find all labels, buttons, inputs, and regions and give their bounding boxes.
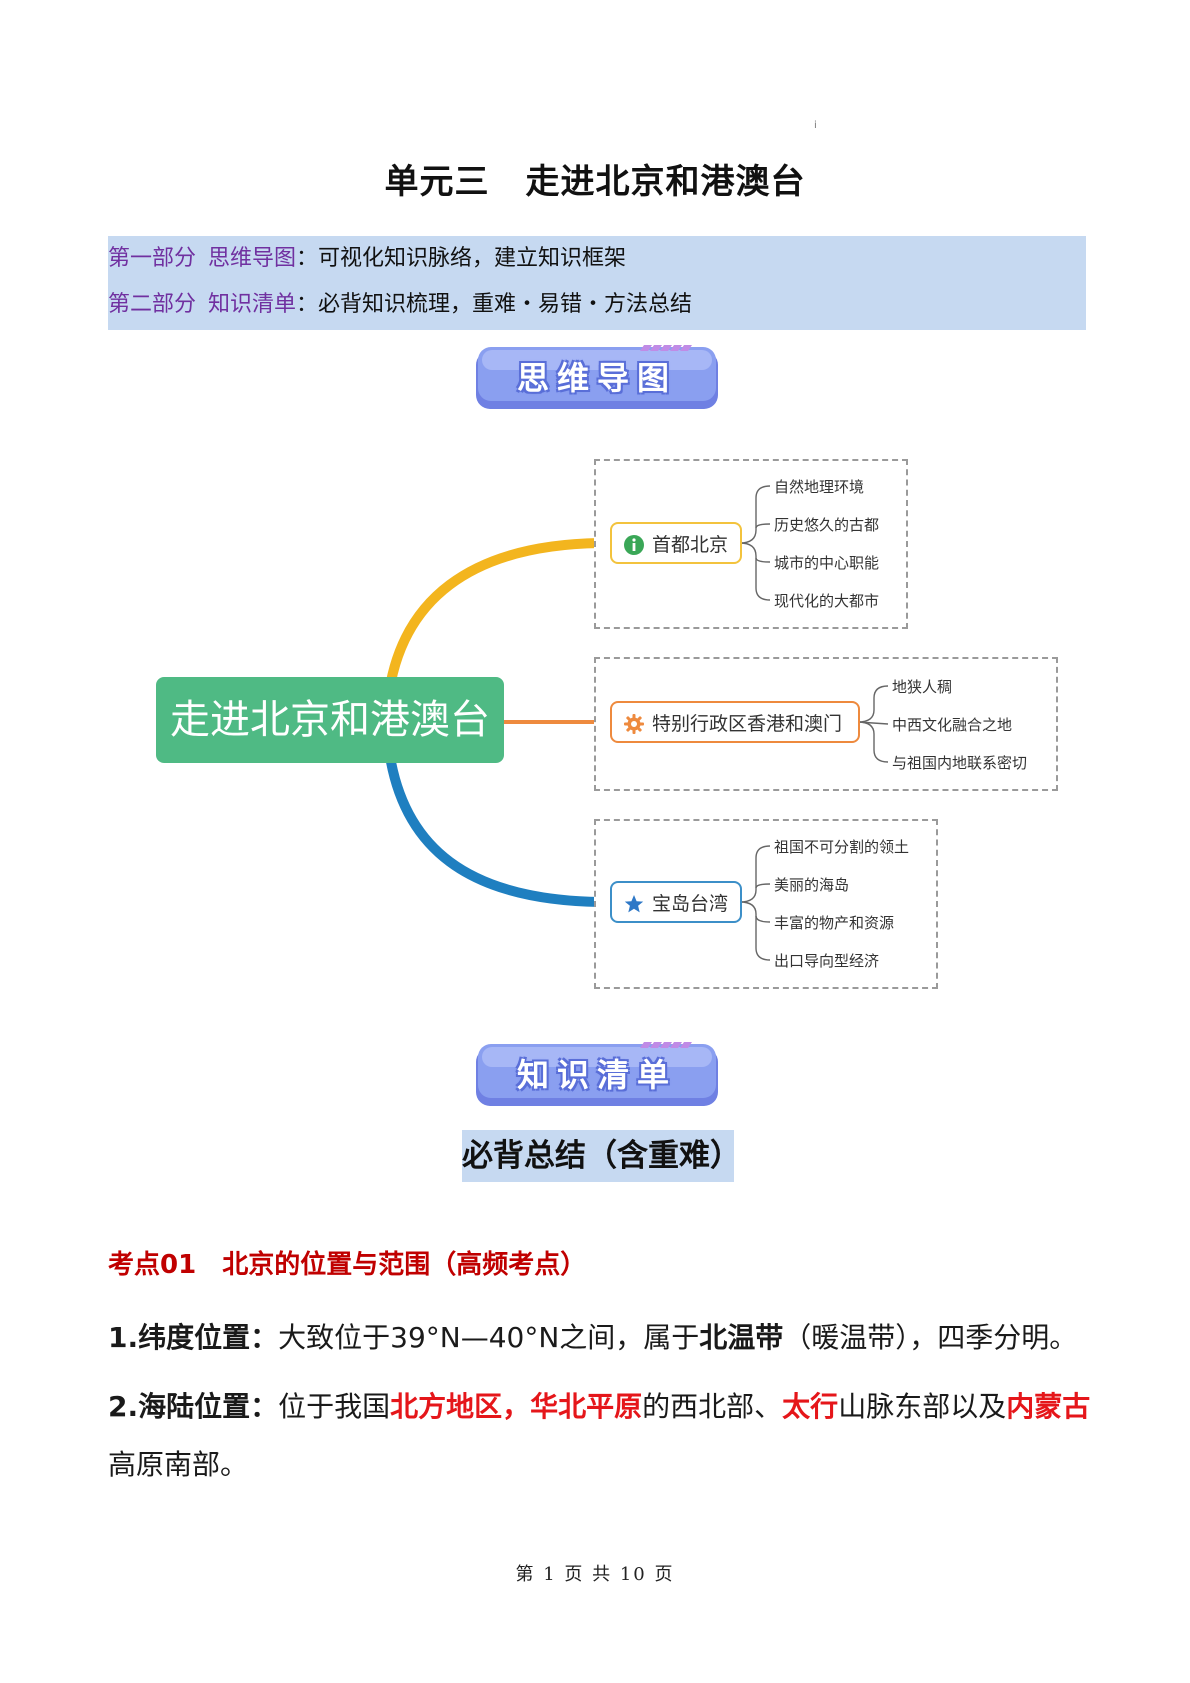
page-footer: 第 1 页 共 10 页 [515, 1564, 675, 1585]
part1-colon: ： [296, 246, 319, 271]
header-mark: i [814, 120, 817, 131]
leaf-item: 出口导向型经济 [774, 952, 880, 970]
paragraph-location: 2.海陆位置：位于我国北方地区，华北平原的西北部、太行山脉东部以及内蒙古 [108, 1385, 1090, 1425]
p2-text-1: 位于我国 [278, 1390, 391, 1423]
connector-branch-1 [383, 538, 605, 705]
leaf-item: 与祖国内地联系密切 [892, 754, 1028, 772]
p1-text-1: 大致位于39°N—40°N之间，属于 [278, 1321, 700, 1354]
keypoint-number: 考点01 [108, 1250, 197, 1280]
part1-text: 可视化知识脉络，建立知识框架 [318, 246, 627, 271]
branch-hk-macau: 特别行政区香港和澳门 [610, 701, 860, 743]
banner-shape [476, 345, 718, 409]
keypoint-name: 北京的位置与范围（高频考点） [222, 1250, 587, 1280]
connector-branch-3 [383, 737, 605, 907]
p2-text-2: 的西北部、 [642, 1390, 783, 1423]
leaf-item: 现代化的大都市 [774, 592, 880, 610]
leaf-item: 祖国不可分割的领土 [774, 838, 910, 856]
intro-line-part2: 第二部分知识清单：必背知识梳理，重难・易错・方法总结 [108, 286, 692, 318]
p2-red-1: 北方地区，华北平原 [390, 1390, 643, 1423]
title-name: 走进北京和港澳台 [525, 162, 806, 202]
p2-text-3: 山脉东部以及 [838, 1390, 1007, 1423]
p2-label: 2.海陆位置： [108, 1390, 279, 1423]
branch-taiwan-label: 宝岛台湾 [652, 893, 729, 915]
keypoint-title: 考点01 北京的位置与范围（高频考点） [108, 1244, 586, 1281]
mindmap-banner: 思维导图 [476, 345, 718, 409]
leaf-item: 丰富的物产和资源 [774, 914, 895, 932]
star-icon [624, 895, 644, 913]
part1-label: 第一部分 [108, 246, 197, 271]
part1-name: 思维导图 [208, 246, 297, 271]
p2-red-2: 太行 [782, 1390, 839, 1423]
leaf-item: 地狭人稠 [892, 678, 953, 696]
leaf-item: 中西文化融合之地 [892, 716, 1013, 734]
p2-red-3: 内蒙古 [1006, 1390, 1091, 1423]
branch-taiwan: 宝岛台湾 [610, 881, 742, 923]
part2-colon: ： [296, 292, 319, 317]
leaf-item: 自然地理环境 [774, 478, 865, 496]
banner-shape [476, 1042, 718, 1106]
branch-beijing: 首都北京 [610, 522, 742, 564]
leaf-item: 城市的中心职能 [774, 554, 880, 572]
info-icon [624, 535, 644, 555]
p1-text-2: （暖温带），四季分明。 [783, 1321, 1078, 1354]
title-unit: 单元三 [384, 162, 490, 202]
leaf-item: 历史悠久的古都 [774, 516, 880, 534]
leaf-item: 美丽的海岛 [774, 876, 850, 894]
part2-text: 必背知识梳理，重难・易错・方法总结 [318, 292, 693, 317]
branch-hk-macau-label: 特别行政区香港和澳门 [652, 713, 843, 735]
paragraph-latitude: 1.纬度位置：大致位于39°N—40°N之间，属于北温带（暖温带），四季分明。 [108, 1316, 1077, 1356]
part2-name: 知识清单 [208, 292, 297, 317]
part2-label: 第二部分 [108, 292, 197, 317]
p1-label: 1.纬度位置： [108, 1321, 279, 1354]
gear-icon [624, 714, 644, 734]
knowledge-banner: 知识清单 [476, 1042, 718, 1106]
mindmap-root: 走进北京和港澳台 [156, 677, 504, 763]
paragraph-location-continued: 高原南部。 [108, 1448, 249, 1481]
summary-title: 必背总结（含重难） [462, 1130, 741, 1182]
intro-line-part1: 第一部分思维导图：可视化知识脉络，建立知识框架 [108, 240, 626, 272]
p1-bold-1: 北温带 [699, 1321, 784, 1354]
branch-beijing-label: 首都北京 [652, 534, 729, 556]
banner-knowledge-text: 知识清单 [516, 1056, 677, 1094]
page-title: 单元三走进北京和港澳台 [0, 154, 1190, 203]
banner-mindmap-text: 思维导图 [516, 359, 677, 397]
intro-box: 第一部分思维导图：可视化知识脉络，建立知识框架 第二部分知识清单：必背知识梳理，… [108, 236, 1086, 330]
